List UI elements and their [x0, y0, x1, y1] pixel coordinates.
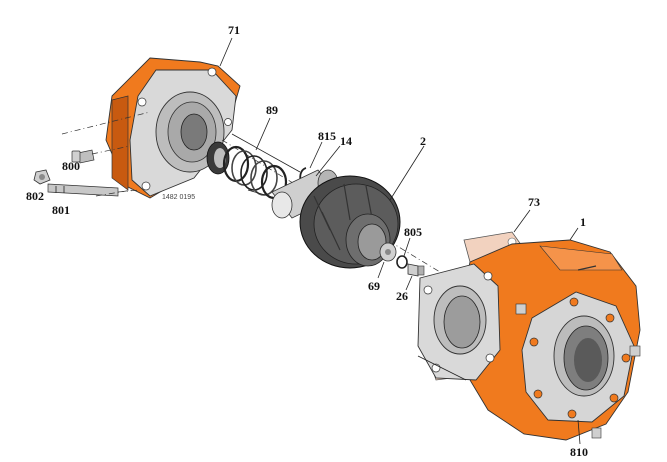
- bolt-side-pair: [61, 111, 151, 197]
- label-2: 2: [420, 134, 426, 148]
- label-14: 14: [340, 134, 352, 148]
- drawing-number: 1482 0195: [162, 194, 195, 201]
- label-69: 69: [368, 279, 380, 293]
- bolt-800: [71, 145, 131, 164]
- pump-casing-1: [417, 227, 641, 445]
- impeller-screw-26: [405, 263, 425, 291]
- mechanical-seal-89: [206, 117, 301, 205]
- label-71: 71: [228, 23, 240, 37]
- nut-802: [33, 169, 51, 185]
- label-801: 801: [52, 203, 70, 217]
- pump-cover-71: [105, 37, 241, 199]
- label-815: 815: [318, 129, 336, 143]
- impeller-2: [299, 145, 425, 269]
- label-26: 26: [396, 289, 408, 303]
- oring-805: [396, 237, 411, 269]
- washer-69: [377, 242, 397, 279]
- label-800: 800: [62, 159, 80, 173]
- label-73: 73: [528, 195, 540, 209]
- label-802: 802: [26, 189, 44, 203]
- label-805: 805: [404, 225, 422, 239]
- stud-801: [47, 183, 141, 197]
- label-810: 810: [570, 445, 588, 459]
- label-1: 1: [580, 215, 586, 229]
- label-89: 89: [266, 103, 278, 117]
- part-number-labels: 71 89 815 14 2 800 802 801 1482 0195 73 …: [26, 23, 588, 459]
